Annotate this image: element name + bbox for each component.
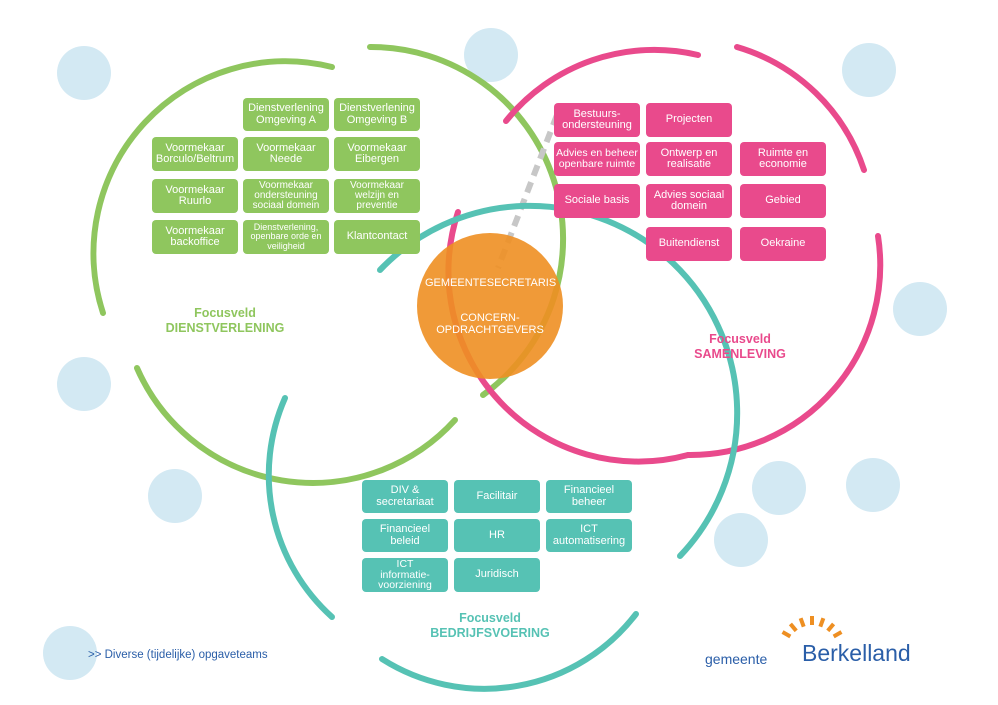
box-voormekaar-eibergen: Voormekaar Eibergen <box>334 137 420 171</box>
box-dienstverlening-omgeving-a: Dienstverlening Omgeving A <box>243 98 329 131</box>
box-div-secretariaat: DIV & secretariaat <box>362 480 448 513</box>
box-klantcontact: Klantcontact <box>334 220 420 254</box>
box-voormekaar-ruurlo: Voormekaar Ruurlo <box>152 179 238 213</box>
box-voormekaar-ondersteuning: Voormekaar ondersteuning sociaal domein <box>243 179 329 213</box>
bubble <box>57 357 111 411</box>
footnote-opgaveteams: >> Diverse (tijdelijke) opgaveteams <box>88 649 268 661</box>
bubble <box>464 28 518 82</box>
bubbles <box>43 28 947 680</box>
center-circle <box>417 233 563 379</box>
box-advies-beheer-openbare-ruimte: Advies en beheer openbare ruimte <box>554 142 640 176</box>
box-financieel-beheer: Financieel beheer <box>546 480 632 513</box>
box-ontwerp-realisatie: Ontwerp en realisatie <box>646 142 732 176</box>
box-ict-automatisering: ICT automatisering <box>546 519 632 552</box>
bubble <box>43 626 97 680</box>
label-samenleving: Focusveld SAMENLEVING <box>694 332 786 361</box>
bubble <box>893 282 947 336</box>
box-ruimte-economie: Ruimte en economie <box>740 142 826 176</box>
box-voormekaar-welzijn: Voormekaar welzijn en preventie <box>334 179 420 213</box>
bubble <box>752 461 806 515</box>
box-hr: HR <box>454 519 540 552</box>
box-dienstverlening-omgeving-b: Dienstverlening Omgeving B <box>334 98 420 131</box>
logo-name: Berkelland <box>802 640 911 666</box>
circle-bedrijfsvoering <box>265 202 741 692</box>
box-juridisch: Juridisch <box>454 558 540 592</box>
bubble <box>846 458 900 512</box>
box-oekraine: Oekraine <box>740 227 826 261</box>
box-voormekaar-neede: Voormekaar Neede <box>243 137 329 171</box>
box-dienstverlening-ooo: Dienstverlening, openbare orde en veilig… <box>243 220 329 254</box>
center-title: GEMEENTESECRETARIS <box>425 277 557 289</box>
bubble <box>148 469 202 523</box>
bubble <box>714 513 768 567</box>
box-projecten: Projecten <box>646 103 732 137</box>
box-financieel-beleid: Financieel beleid <box>362 519 448 552</box>
box-gebied: Gebied <box>740 184 826 218</box>
bubble <box>842 43 896 97</box>
box-facilitair: Facilitair <box>454 480 540 513</box>
box-advies-sociaal-domein: Advies sociaal domein <box>646 184 732 218</box>
center-subtitle: CONCERN- OPDRACHTGEVERS <box>436 312 544 336</box>
box-voormekaar-borculo-beltrum: Voormekaar Borculo/Beltrum <box>152 137 238 171</box>
bubble <box>57 46 111 100</box>
box-voormekaar-backoffice: Voormekaar backoffice <box>152 220 238 254</box>
label-bedrijfsvoering: Focusveld BEDRIJFSVOERING <box>430 611 550 640</box>
box-bestuursondersteuning: Bestuurs- ondersteuning <box>554 103 640 137</box>
logo-prefix: gemeente <box>705 651 768 667</box>
box-sociale-basis: Sociale basis <box>554 184 640 218</box>
box-buitendienst: Buitendienst <box>646 227 732 261</box>
logo-sun-icon <box>781 616 843 639</box>
box-ict-informatievoorziening: ICT informatie- voorziening <box>362 558 448 592</box>
label-dienstverlening: Focusveld DIENSTVERLENING <box>165 306 285 335</box>
